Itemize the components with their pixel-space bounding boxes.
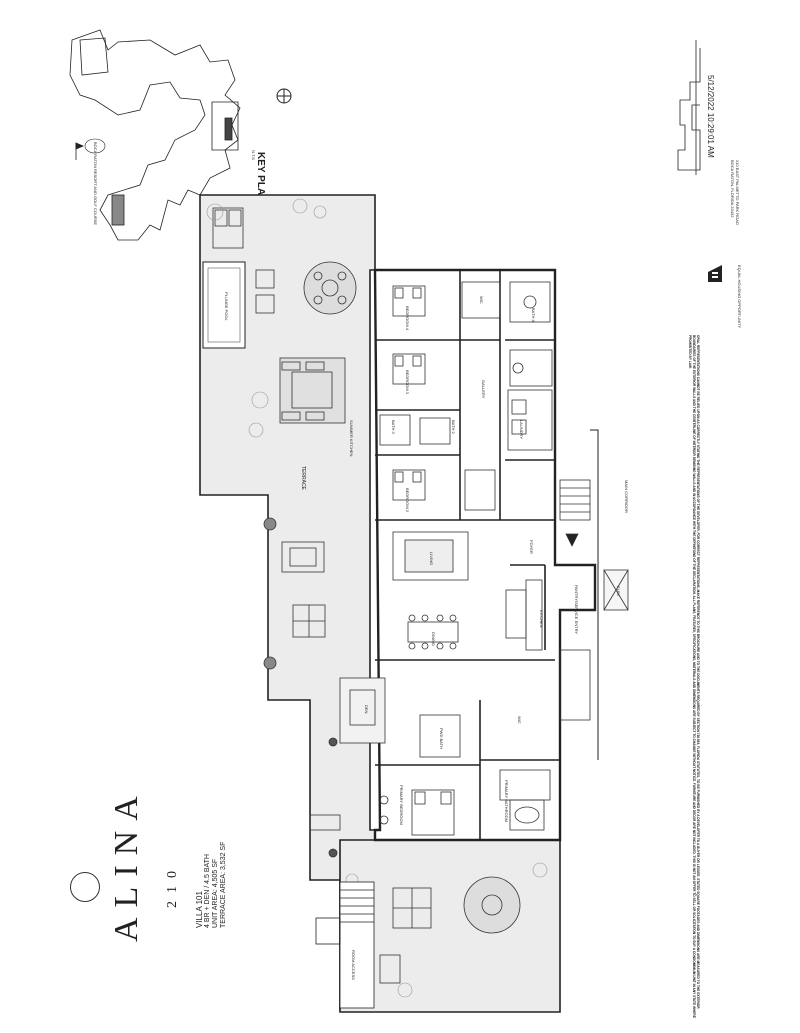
north-arrow-icon xyxy=(276,88,292,104)
room-label: BATH 2 xyxy=(451,420,456,434)
room-label: PRIMARY BEDROOM xyxy=(399,785,404,825)
terrace-furniture xyxy=(212,207,521,984)
room-label: PANTRY/SERVICE ENTRY xyxy=(574,585,579,634)
room-label: WIC xyxy=(479,296,484,304)
room-label: ELEV xyxy=(616,586,621,597)
room-label: FOYER xyxy=(529,540,534,554)
room-fixtures xyxy=(339,281,629,836)
room-label: BEDROOM 4 xyxy=(405,306,410,331)
room-label: ROOM ACCESS xyxy=(351,950,356,980)
room-access-stair xyxy=(315,881,375,1009)
plunge-pool xyxy=(202,261,246,349)
room-label: GALLERY xyxy=(481,380,486,399)
room-label: TERRACE xyxy=(300,466,306,491)
golf-flag-icon xyxy=(75,142,85,160)
corridor-outline xyxy=(590,429,599,760)
room-label: DINING xyxy=(431,632,436,646)
room-label: PWD BATH xyxy=(439,728,444,749)
room-label: DEN xyxy=(364,705,369,714)
room-labels: TERRACE PLUNGE POOL SUMMER KITCHEN BEDRO… xyxy=(224,292,629,980)
unit-outline xyxy=(373,268,597,842)
room-label: WIC xyxy=(517,716,522,724)
room-label: SUMMER KITCHEN xyxy=(349,420,354,457)
room-label: PRIMARY BATHROOM xyxy=(504,780,509,822)
key-plan-highlight xyxy=(111,194,125,226)
interior-walls xyxy=(375,270,560,840)
golf-green xyxy=(84,138,106,154)
room-label: BATH 3 xyxy=(391,420,396,434)
equal-housing-icon xyxy=(708,265,722,282)
room-label: BATH 4 xyxy=(531,308,536,322)
room-label: KITCHEN xyxy=(539,610,544,628)
room-label: BEDROOM 2 xyxy=(405,488,410,513)
room-label: LIVING xyxy=(429,552,434,565)
room-label: PLUNGE POOL xyxy=(224,292,229,321)
brand-logo-circle xyxy=(70,872,100,902)
building-stack-diagram xyxy=(677,40,701,175)
key-plan-map xyxy=(69,29,241,241)
room-label: MAIN CORRIDOR xyxy=(624,480,629,513)
room-label: BEDROOM 3 xyxy=(405,370,410,395)
room-label: LAUNDRY xyxy=(519,420,524,439)
